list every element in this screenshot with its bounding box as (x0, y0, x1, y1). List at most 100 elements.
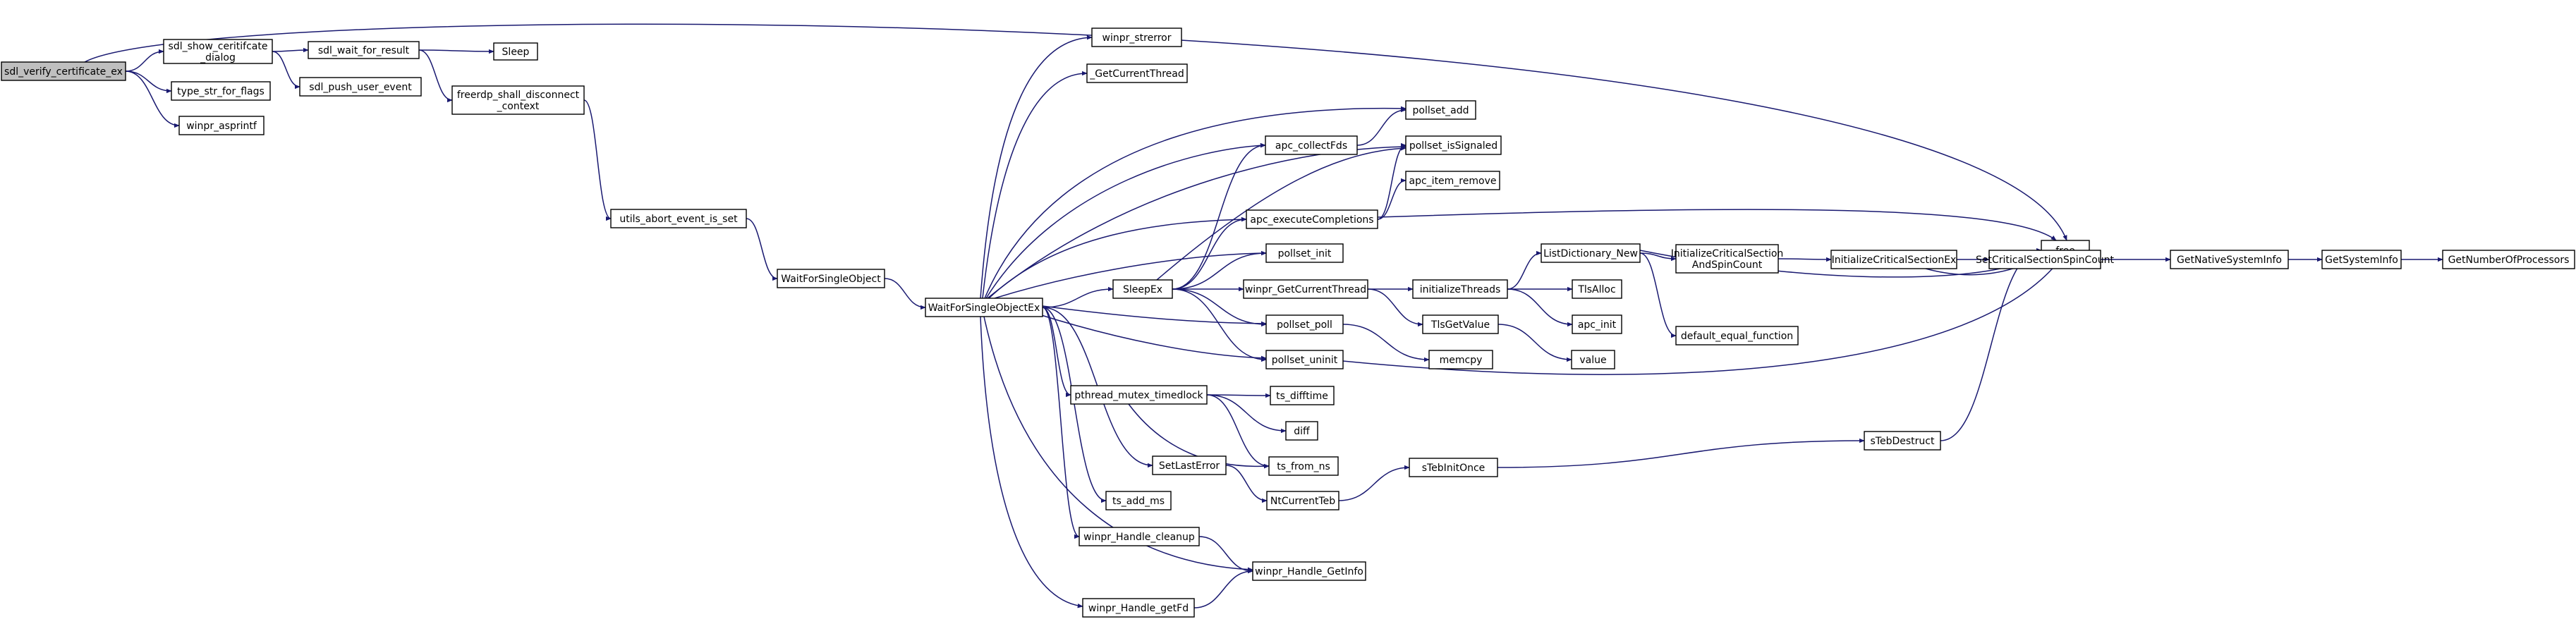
edge-n11-n14 (984, 106, 1407, 299)
graph-node-apc-init[interactable]: apc_init (1572, 314, 1622, 334)
graph-node-pollset-uninit[interactable]: pollset_uninit (1265, 350, 1344, 369)
edge-n11-n48 (983, 316, 1253, 572)
graph-node-winpr-handle-getinfo[interactable]: winpr_Handle_GetInfo (1252, 561, 1366, 581)
graph-node-value[interactable]: value (1571, 350, 1615, 369)
edge-arrow (985, 143, 1266, 299)
graph-node-winpr-strerror[interactable]: winpr_strerror (1091, 27, 1182, 47)
edge-n6-n7 (418, 49, 494, 54)
edge-arrow (1172, 250, 1267, 290)
graph-node-pollset-init[interactable]: pollset_init (1265, 243, 1344, 263)
edge-arrow (1156, 146, 1407, 281)
node-box (1572, 314, 1622, 334)
node-box (299, 77, 422, 97)
graph-node-initializecriticalsectionex[interactable]: InitializeCriticalSectionEx (1830, 250, 1957, 269)
graph-node-winpr-getcurrentthread[interactable]: winpr_GetCurrentThread (1243, 279, 1368, 299)
graph-node-setcriticalsectionspincount[interactable]: SetCriticalSectionSpinCount (1976, 250, 2115, 269)
edge-arrow (1042, 307, 1080, 539)
node-box (610, 209, 747, 228)
graph-node-waitforsingleobject[interactable]: WaitForSingleObject (777, 269, 885, 288)
graph-node-getnumberofprocessors[interactable]: GetNumberOfProcessors (2442, 250, 2575, 269)
graph-node--getcurrentthread[interactable]: _GetCurrentThread (1086, 63, 1188, 83)
graph-node-stebdestruct[interactable]: sTebDestruct (1864, 431, 1941, 451)
node-label: SleepEx (1123, 284, 1162, 295)
edge-arrow (980, 35, 1093, 299)
edge-arrow (980, 316, 1083, 608)
node-box (171, 81, 271, 101)
graph-node-apc-collectfds[interactable]: apc_collectFds (1265, 135, 1358, 155)
graph-node-listdictionary-new[interactable]: ListDictionary_New (1541, 243, 1641, 263)
edge-n11-n13 (982, 71, 1088, 299)
graph-node-apc-item-remove[interactable]: apc_item_remove (1405, 171, 1500, 190)
edge-arrow (125, 49, 164, 72)
node-label: TlsGetValue (1430, 319, 1490, 331)
edge-arrow (125, 71, 180, 128)
graph-node-pollset-poll[interactable]: pollset_poll (1265, 314, 1344, 334)
graph-node-ts-from-ns[interactable]: ts_from_ns (1268, 456, 1339, 476)
edge-arrow (988, 216, 1247, 299)
graph-node-waitforsingleobjectex[interactable]: WaitForSingleObjectEx (925, 298, 1043, 317)
node-label: freerdp_shall_disconnect (457, 90, 580, 101)
node-box (1265, 314, 1344, 334)
node-box (1243, 279, 1368, 299)
graph-node-sdl-show-ceritifcate-dialog[interactable]: sdl_show_ceritifcate_dialog (163, 39, 273, 64)
node-label: InitializeCriticalSectionEx (1832, 255, 1957, 266)
edge-n11-n20 (1042, 286, 1114, 308)
graph-node-tlsalloc[interactable]: TlsAlloc (1572, 279, 1622, 299)
graph-node-apc-executecompletions[interactable]: apc_executeCompletions (1246, 209, 1378, 229)
node-box (1082, 598, 1195, 618)
graph-node-utils-abort-event-is-set[interactable]: utils_abort_event_is_set (610, 209, 747, 228)
edge-arrow (84, 23, 2067, 241)
graph-node-getsysteminfo[interactable]: GetSystemInfo (2321, 250, 2402, 269)
edge-n10-n11 (884, 278, 926, 310)
graph-node-sleep[interactable]: Sleep (493, 42, 538, 61)
graph-node-pthread-mutex-timedlock[interactable]: pthread_mutex_timedlock (1070, 385, 1208, 405)
node-box (1086, 63, 1188, 83)
graph-node-sdl-push-user-event[interactable]: sdl_push_user_event (299, 77, 422, 97)
graph-node-initializethreads[interactable]: initializeThreads (1412, 279, 1508, 299)
node-label: pollset_init (1278, 248, 1332, 259)
edge-arrow (1172, 142, 1266, 290)
graph-node-tlsgetvalue[interactable]: TlsGetValue (1422, 314, 1499, 334)
edge-arrow (983, 316, 1253, 572)
node-label: apc_init (1578, 319, 1617, 331)
node-label: NtCurrentTeb (1270, 496, 1335, 507)
edge-arrow (1377, 209, 2057, 241)
graph-node-getnativesysteminfo[interactable]: GetNativeSystemInfo (2170, 250, 2289, 269)
graph-node-diff[interactable]: diff (1285, 421, 1318, 441)
graph-node-sdl-wait-for-result[interactable]: sdl_wait_for_result (308, 41, 420, 59)
graph-node-default-equal-function[interactable]: default_equal_function (1675, 326, 1799, 345)
graph-node-freerdp-shall-disconnect-context[interactable]: freerdp_shall_disconnect_context (451, 85, 585, 115)
edge-n20-n23 (1172, 288, 1267, 362)
graph-node-winpr-asprintf[interactable]: winpr_asprintf (178, 116, 265, 135)
node-label: _GetCurrentThread (1089, 68, 1184, 80)
edge-arrow (1193, 568, 1253, 608)
node-label: TlsAlloc (1577, 284, 1615, 295)
graph-node-pollset-issignaled[interactable]: pollset_isSignaled (1405, 135, 1502, 155)
graph-node-winpr-handle-getfd[interactable]: winpr_Handle_getFd (1082, 598, 1195, 618)
graph-node-winpr-handle-cleanup[interactable]: winpr_Handle_cleanup (1079, 527, 1200, 546)
edge-arrow (272, 51, 300, 90)
graph-node-ntcurrentteb[interactable]: NtCurrentTeb (1266, 491, 1339, 510)
node-box (1412, 279, 1508, 299)
node-box (2442, 250, 2575, 269)
graph-node-ts-add-ms[interactable]: ts_add_ms (1105, 491, 1172, 510)
edge-arrow (746, 218, 778, 281)
node-label: pthread_mutex_timedlock (1074, 390, 1203, 401)
node-box (925, 298, 1043, 317)
graph-node-type-str-for-flags[interactable]: type_str_for_flags (171, 81, 271, 101)
graph-node-memcpy[interactable]: memcpy (1428, 350, 1493, 369)
node-box (777, 269, 885, 288)
graph-node-ts-difftime[interactable]: ts_difftime (1270, 386, 1335, 405)
node-label: apc_executeCompletions (1250, 214, 1373, 226)
edge-arrow (884, 278, 926, 310)
edge-arrow (1128, 403, 1270, 469)
graph-node-sleepex[interactable]: SleepEx (1112, 279, 1173, 299)
node-box (493, 42, 538, 61)
graph-node-stebinitonce[interactable]: sTebInitOnce (1409, 458, 1498, 477)
graph-node-pollset-add[interactable]: pollset_add (1405, 100, 1476, 120)
graph-node-setlasterror[interactable]: SetLastError (1152, 455, 1227, 475)
node-box (1265, 243, 1344, 263)
edge-arrow (994, 250, 1267, 299)
node-box (1252, 561, 1366, 581)
